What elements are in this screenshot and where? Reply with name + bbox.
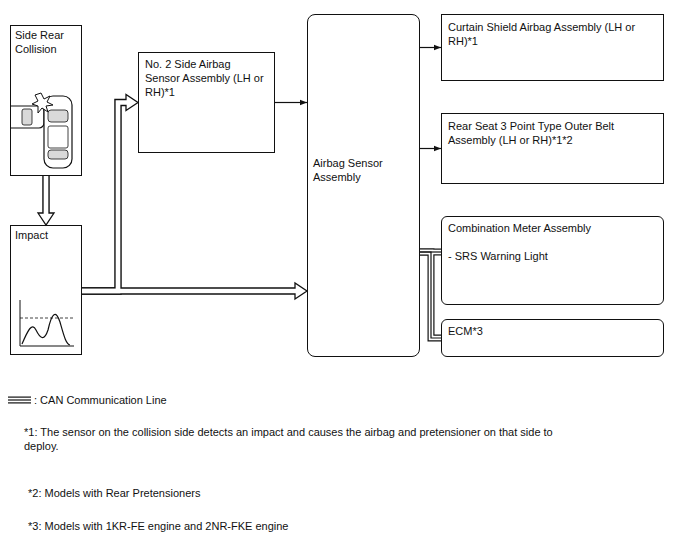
node-title: ECM*3: [448, 325, 657, 339]
legend-text: : CAN Communication Line: [34, 393, 167, 407]
arrow-fill: [44, 176, 49, 215]
collision-illustration: [4, 93, 72, 168]
sensor-box: No. 2 Side Airbag Sensor Assembly (LH or…: [138, 52, 275, 153]
node-title: Curtain Shield Airbag Assembly (LH or RH…: [448, 21, 657, 49]
arrow-head: [295, 283, 307, 299]
impact-arrow: [82, 95, 138, 292]
arrow-head: [38, 213, 54, 225]
airbag-sensor-box: Airbag Sensor Assembly: [307, 14, 420, 357]
footnote: *2: Models with Rear Pretensioners: [28, 486, 588, 500]
meter-box: Combination Meter Assembly - SRS Warning …: [441, 216, 664, 305]
ecm-box: ECM*3: [441, 319, 664, 357]
node-title: Side Rear Collision: [15, 29, 77, 57]
signal-arrows: [275, 48, 441, 149]
node-detail: - SRS Warning Light: [448, 250, 657, 264]
footnote: *1: The sensor on the collision side det…: [24, 425, 584, 454]
can-line-sample: [8, 400, 31, 401]
airbag-box: Curtain Shield Airbag Assembly (LH or RH…: [441, 14, 664, 81]
hollow-arrows: [38, 95, 307, 300]
node-title: Airbag Sensor Assembly: [313, 157, 414, 185]
can-center: [420, 252, 441, 338]
can-gap: [420, 252, 441, 338]
footnote: *3: Models with 1KR-FE engine and 2NR-FK…: [28, 519, 588, 533]
can-line: [420, 252, 441, 338]
impact-arrow: [38, 176, 54, 225]
collision-box: Side Rear Collision: [10, 25, 82, 176]
belt-box: Rear Seat 3 Point Type Outer Belt Assemb…: [441, 113, 664, 184]
arrow-fill: [82, 103, 128, 292]
signal-arrow: [275, 102, 307, 103]
arrow-head: [126, 95, 138, 111]
node-title: No. 2 Side Airbag Sensor Assembly (LH or…: [145, 58, 268, 99]
signal-arrow: [420, 47, 441, 48]
signal-arrow: [420, 148, 441, 149]
node-title: Combination Meter Assembly: [448, 222, 657, 236]
can-lines: [420, 252, 441, 338]
impact-graph: [20, 300, 74, 346]
node-title: Rear Seat 3 Point Type Outer Belt Assemb…: [448, 120, 657, 148]
node-title: Impact: [15, 229, 77, 243]
can-outer: [420, 252, 441, 338]
arrow-fill: [82, 289, 297, 294]
impact-box: Impact: [10, 225, 82, 355]
